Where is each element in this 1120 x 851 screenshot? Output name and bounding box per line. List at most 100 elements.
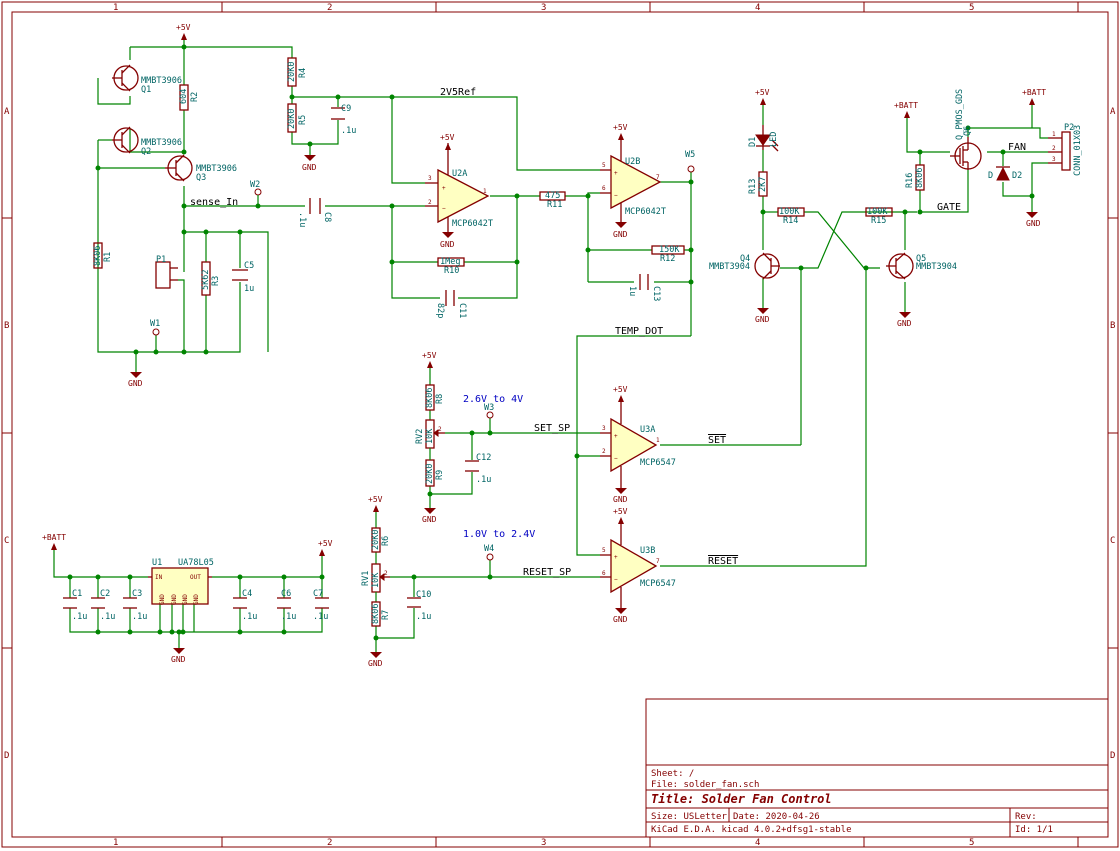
r6-value: 20K0: [371, 530, 381, 550]
capacitor-c7: C7 .1u: [313, 589, 329, 622]
p5v-label-u3b: +5V: [613, 507, 628, 516]
c4-value: .1u: [242, 612, 257, 622]
row-label-c: C: [4, 536, 9, 546]
u3b-ref: U3B: [640, 546, 655, 556]
net-set: SET: [708, 435, 726, 446]
p5v-label-r6: +5V: [368, 495, 383, 504]
u2a-ref: U2A: [452, 169, 467, 179]
regulator-u1: IN OUT GND GND GND GND U1 UA78L05: [148, 558, 214, 605]
u1-pin-out: OUT: [190, 574, 201, 581]
u3b-value: MCP6547: [640, 579, 676, 589]
svg-text:+: +: [614, 554, 618, 561]
p5v-label-top: +5V: [176, 23, 191, 32]
r9-value: 20K0: [425, 464, 435, 484]
resistor-r4: 20K0 R4: [287, 57, 308, 87]
p5v-label-reg: +5V: [318, 539, 333, 548]
svg-text:2: 2: [438, 426, 442, 433]
c5-value: 1u: [244, 284, 254, 294]
p5v-label-u2a: +5V: [440, 133, 455, 142]
q2-ref: Q2: [141, 147, 151, 157]
c2-value: .1u: [100, 612, 115, 622]
batt-label-reg: +BATT: [42, 533, 66, 542]
resistor-r3: 5K62 R3: [201, 261, 221, 296]
u1-pin-gnd-7: GND: [193, 594, 200, 605]
u1-pin-gnd-3: GND: [171, 594, 178, 605]
test-point-w2: W2: [250, 180, 262, 206]
rv2-ref: RV2: [415, 429, 425, 444]
p5v-label-r8: +5V: [422, 351, 437, 360]
svg-text:2: 2: [428, 199, 432, 206]
capacitor-c13: 1u C13: [627, 274, 661, 301]
rev-label: Rev:: [1015, 812, 1037, 822]
opamp-u2a: 321 +− U2A MCP6042T: [425, 150, 493, 232]
resistor-r5: 20K0 R5: [287, 103, 308, 133]
comparator-u3a: 321 +− U3A MCP6547: [600, 402, 676, 488]
svg-text:+: +: [442, 185, 446, 192]
r1-value: 8K06: [93, 246, 103, 266]
r2-value: 604: [179, 89, 189, 104]
q4-ref: Q4: [740, 254, 750, 264]
gnd-label-r7: GND: [368, 659, 383, 668]
tool-label: KiCad E.D.A. kicad 4.0.2+dfsg1-stable: [651, 825, 851, 835]
gnd-label-u3b: GND: [613, 615, 628, 624]
p5v-label-led: +5V: [755, 88, 770, 97]
u1-value: UA78L05: [178, 558, 214, 568]
connector-p1: P1: [155, 255, 178, 289]
row-label-a: A: [4, 107, 10, 117]
resistor-r2: 604 R2: [179, 84, 200, 111]
mosfet-q6: Q6 Q_PMOS_GDS: [950, 89, 982, 170]
q5-value: MMBT3904: [916, 262, 957, 272]
u1-pin-in: IN: [155, 574, 163, 581]
r13-value: 2K7: [758, 177, 768, 192]
c13-value: 1u: [627, 286, 637, 296]
net-sense-in: sense_In: [190, 197, 238, 208]
test-point-w1: W1: [150, 319, 160, 336]
net-reset: RESET: [708, 556, 738, 567]
q3-value: MMBT3906: [196, 164, 237, 174]
net-set-sp: SET_SP: [534, 423, 570, 434]
r7-ref: R7: [381, 610, 391, 620]
row-label-d-right: D: [1110, 751, 1115, 761]
col-label-5-bottom: 5: [969, 838, 974, 848]
svg-text:5: 5: [602, 547, 606, 554]
led-d1: D1 LED: [748, 125, 779, 152]
diode-d2: D2 D: [988, 166, 1022, 181]
comparator-u3b: 567 +− U3B MCP6547: [600, 524, 676, 608]
svg-text:2: 2: [1052, 145, 1056, 152]
r15-value: 100K: [867, 207, 888, 217]
c6-value: .1u: [281, 612, 296, 622]
c13-ref: C13: [651, 286, 661, 301]
p5v-label-u3a: +5V: [613, 385, 628, 394]
test-point-w5: W5: [685, 150, 695, 173]
resistor-r6: 20K0 R6: [371, 527, 391, 553]
gnd-label-left: GND: [128, 379, 143, 388]
u1-ref: U1: [152, 558, 162, 568]
row-label-a-right: A: [1110, 107, 1116, 117]
net-reset-sp: RESET_SP: [523, 567, 571, 578]
net-2v5ref: 2V5Ref: [440, 87, 476, 98]
w1-ref: W1: [150, 319, 160, 329]
c9-ref: C9: [341, 104, 351, 114]
r14-value: 100K: [779, 207, 800, 217]
r14-ref: R14: [783, 216, 798, 226]
r5-ref: R5: [298, 115, 308, 125]
r15-ref: R15: [871, 216, 886, 226]
c12-value: .1u: [476, 475, 491, 485]
capacitor-c3: C3 .1u: [123, 589, 147, 622]
gnd-label-p2: GND: [1026, 219, 1041, 228]
batt-label-p2: +BATT: [1022, 88, 1046, 97]
r8-value: 8K06: [425, 388, 435, 408]
col-label-1-bottom: 1: [113, 838, 118, 848]
col-label-2-bottom: 2: [327, 838, 332, 848]
resistor-r10: 1Meg R10: [437, 257, 465, 276]
gnd-label-r9: GND: [422, 515, 437, 524]
c3-value: .1u: [132, 612, 147, 622]
reset-range-note: 1.0V to 2.4V: [463, 529, 535, 540]
c1-value: .1u: [72, 612, 87, 622]
size-label: Size: USLetter: [651, 812, 727, 822]
potentiometer-rv1: 10K RV1 2: [361, 563, 390, 593]
svg-text:6: 6: [602, 185, 606, 192]
gnd-label-u3a: GND: [613, 495, 628, 504]
id-label: Id: 1/1: [1015, 825, 1053, 835]
